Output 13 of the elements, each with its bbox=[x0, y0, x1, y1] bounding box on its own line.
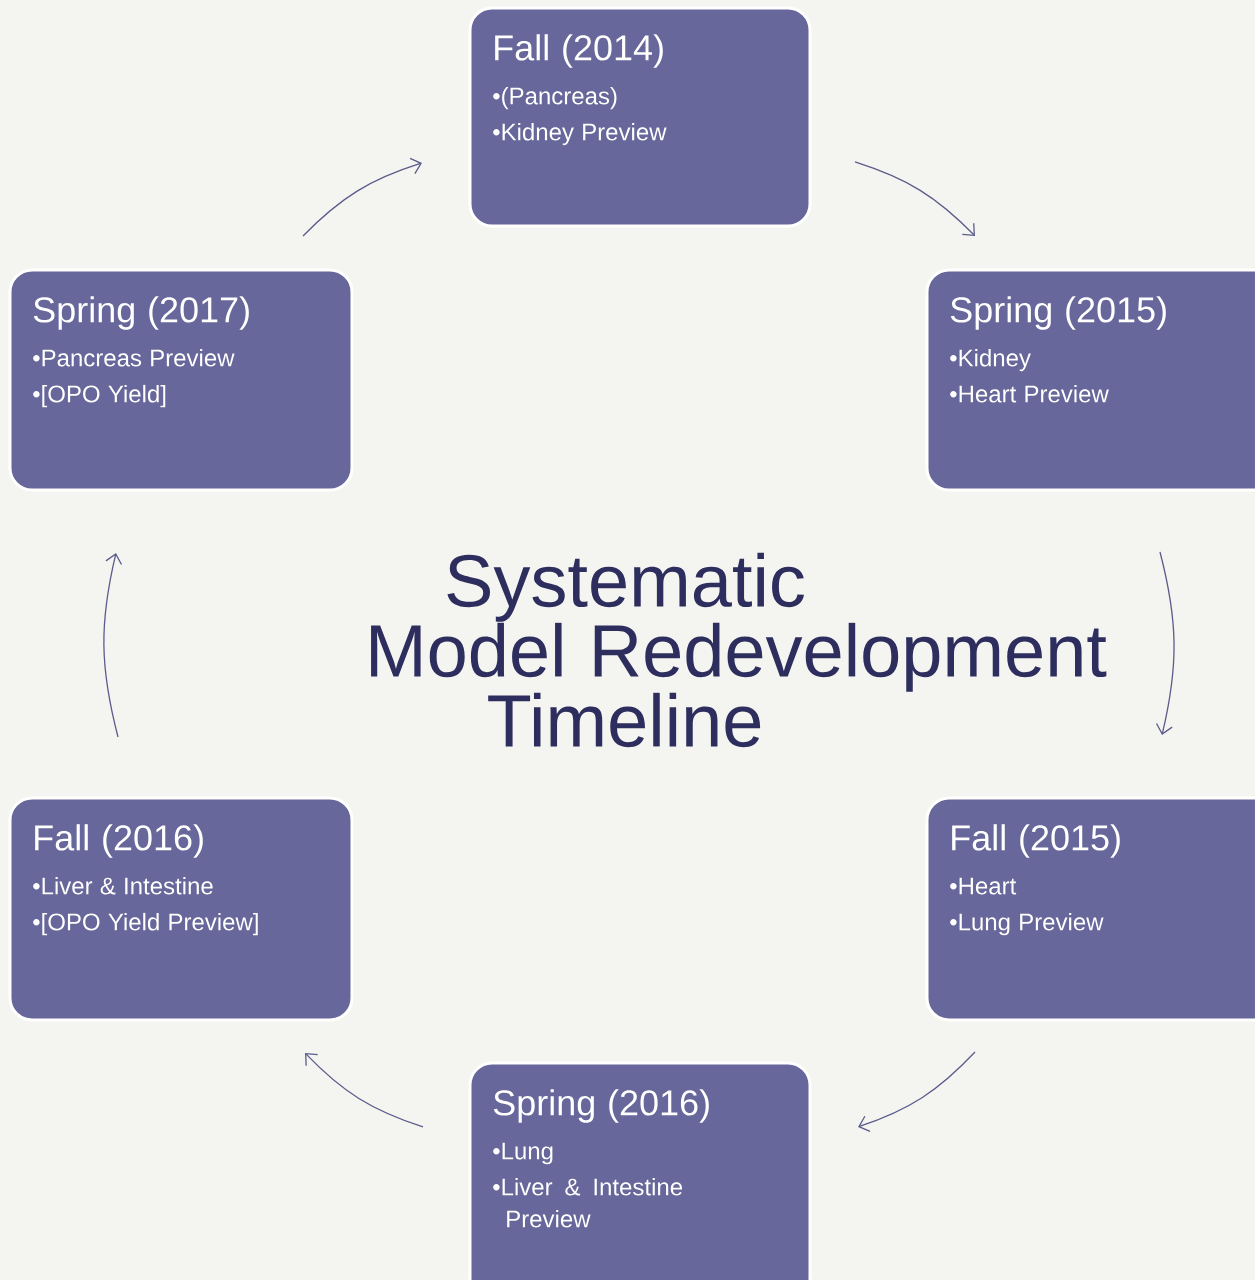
arrow bbox=[854, 161, 975, 236]
arrow bbox=[858, 1051, 976, 1133]
timeline-box: Fall (2014) •(Pancreas) •Kidney Preview bbox=[468, 6, 812, 228]
arrow bbox=[1155, 551, 1175, 735]
timeline-box: Spring (2015) •Kidney •Heart Preview bbox=[925, 268, 1255, 492]
arrow bbox=[103, 553, 123, 738]
arrow bbox=[305, 1053, 424, 1128]
arrow bbox=[302, 157, 422, 237]
timeline-box: Spring (2017) •Pancreas Preview •[OPO Yield] bbox=[8, 268, 354, 492]
timeline-box: Fall (2015) •Heart •Lung Preview bbox=[925, 796, 1255, 1022]
timeline-box: Spring (2016) •Lung •Liver & Intestine Preview bbox=[468, 1061, 812, 1280]
timeline-box: Fall (2016) •Liver & Intestine •[OPO Yield Preview] bbox=[8, 796, 354, 1022]
title: Systematic Model Redevelopment Timeline bbox=[371, 552, 1107, 748]
